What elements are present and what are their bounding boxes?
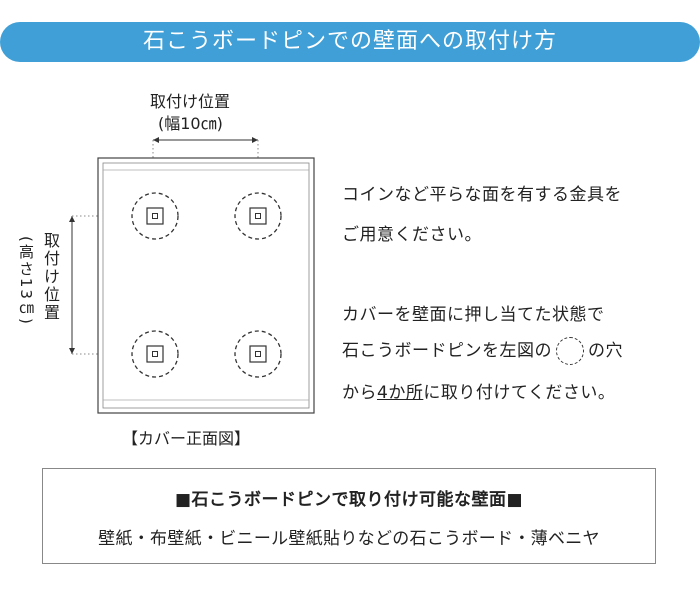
arrow-down-icon: [69, 348, 75, 354]
cover-front-diagram: [69, 137, 315, 414]
compatible-walls-title: ■石こうボードピンで取り付け可能な壁面■: [174, 490, 524, 510]
width-label-line2: (幅10㎝): [158, 114, 223, 133]
arrow-up-icon: [69, 216, 75, 222]
instruction-line-4-after: の穴: [588, 341, 623, 361]
pin-hole-bottom-right: [234, 330, 282, 378]
instruction-line-4-before: 石こうボードピンを左図の: [342, 341, 552, 361]
diagram-caption: 【カバー正面図】: [122, 429, 251, 448]
instruction-line-2: ご用意ください。: [342, 225, 482, 245]
compatible-walls-box: ■石こうボードピンで取り付け可能な壁面■ 壁紙・布壁紙・ビニール壁紙貼りなどの石…: [42, 468, 656, 564]
pin-hole-top-right: [234, 192, 282, 240]
height-label-main: 取付け位置: [41, 232, 60, 322]
pin-hole-bottom-left: [131, 330, 179, 378]
cover-outline: [97, 157, 315, 414]
width-label-line1: 取付け位置: [150, 92, 231, 111]
arrow-left-icon: [153, 137, 159, 143]
height-label-paren: (高さ13㎝): [17, 236, 35, 326]
instruction-line-3: カバーを壁面に押し当てた状態で: [342, 305, 605, 325]
instruction-line-5: から4か所に取り付けてください。: [342, 378, 615, 403]
instruction-count-underlined: 4か所: [377, 383, 424, 403]
instruction-line-5-before: から: [342, 383, 377, 403]
instruction-line-5-after: に取り付けてください。: [423, 383, 616, 403]
page-header: 石こうボードピンでの壁面への取付け方: [0, 22, 700, 62]
dashed-circle-icon: [556, 337, 584, 365]
instruction-line-4: 石こうボードピンを左図の の穴: [342, 336, 623, 365]
arrow-right-icon: [252, 137, 258, 143]
compatible-walls-body: 壁紙・布壁紙・ビニール壁紙貼りなどの石こうボード・薄ベニヤ: [98, 529, 600, 549]
pin-hole-top-left: [131, 192, 179, 240]
instruction-line-1: コインなど平らな面を有する金具を: [342, 185, 622, 205]
cover-inner-outline: [102, 162, 310, 409]
